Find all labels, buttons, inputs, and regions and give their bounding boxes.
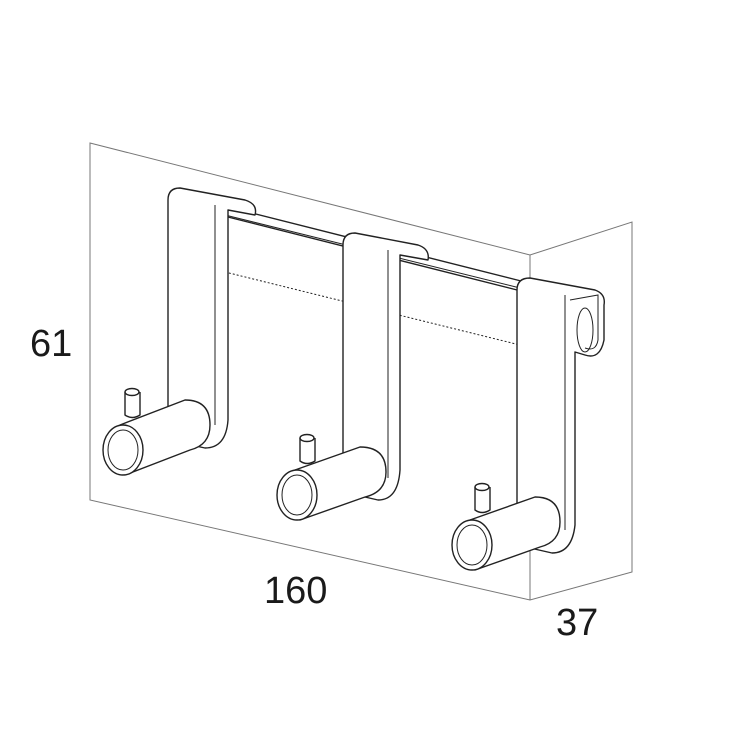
width-dimension-label: 160 — [264, 570, 328, 612]
hook-left — [102, 187, 257, 476]
hook-right — [451, 277, 605, 571]
hook-middle — [276, 232, 429, 521]
depth-dimension-label: 37 — [556, 602, 599, 644]
height-dimension-label: 61 — [30, 323, 73, 365]
